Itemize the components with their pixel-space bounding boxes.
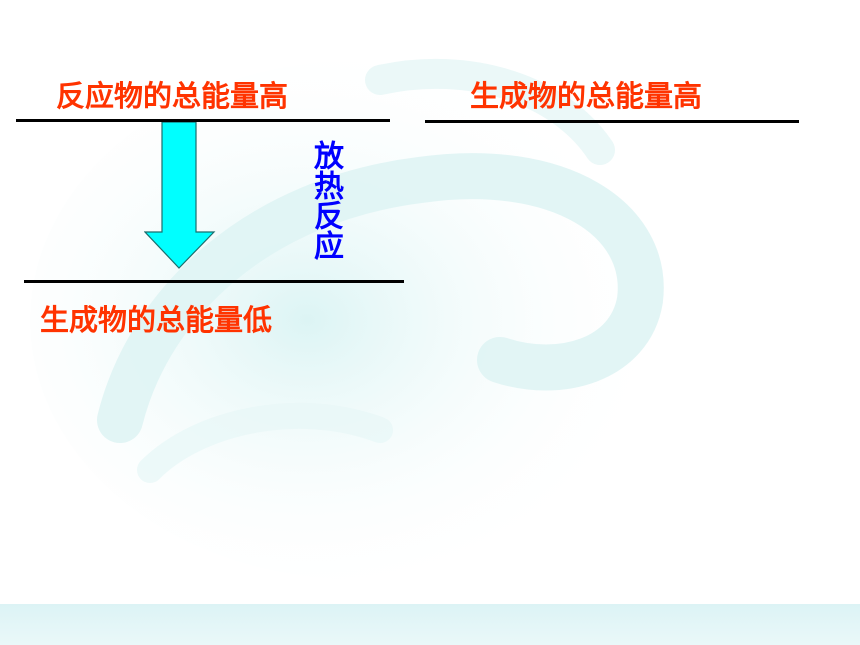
exothermic-label: 放热反应 [308, 140, 343, 260]
product-low-energy-line [24, 280, 404, 283]
product-low-label: 生成物的总能量低 [40, 303, 273, 337]
down-arrow-icon [144, 122, 216, 269]
reactant-energy-line [16, 119, 390, 122]
product-high-energy-line [425, 120, 799, 123]
product-high-label: 生成物的总能量高 [470, 79, 703, 113]
reactant-high-label: 反应物的总能量高 [56, 79, 289, 113]
footer-band [0, 604, 860, 645]
